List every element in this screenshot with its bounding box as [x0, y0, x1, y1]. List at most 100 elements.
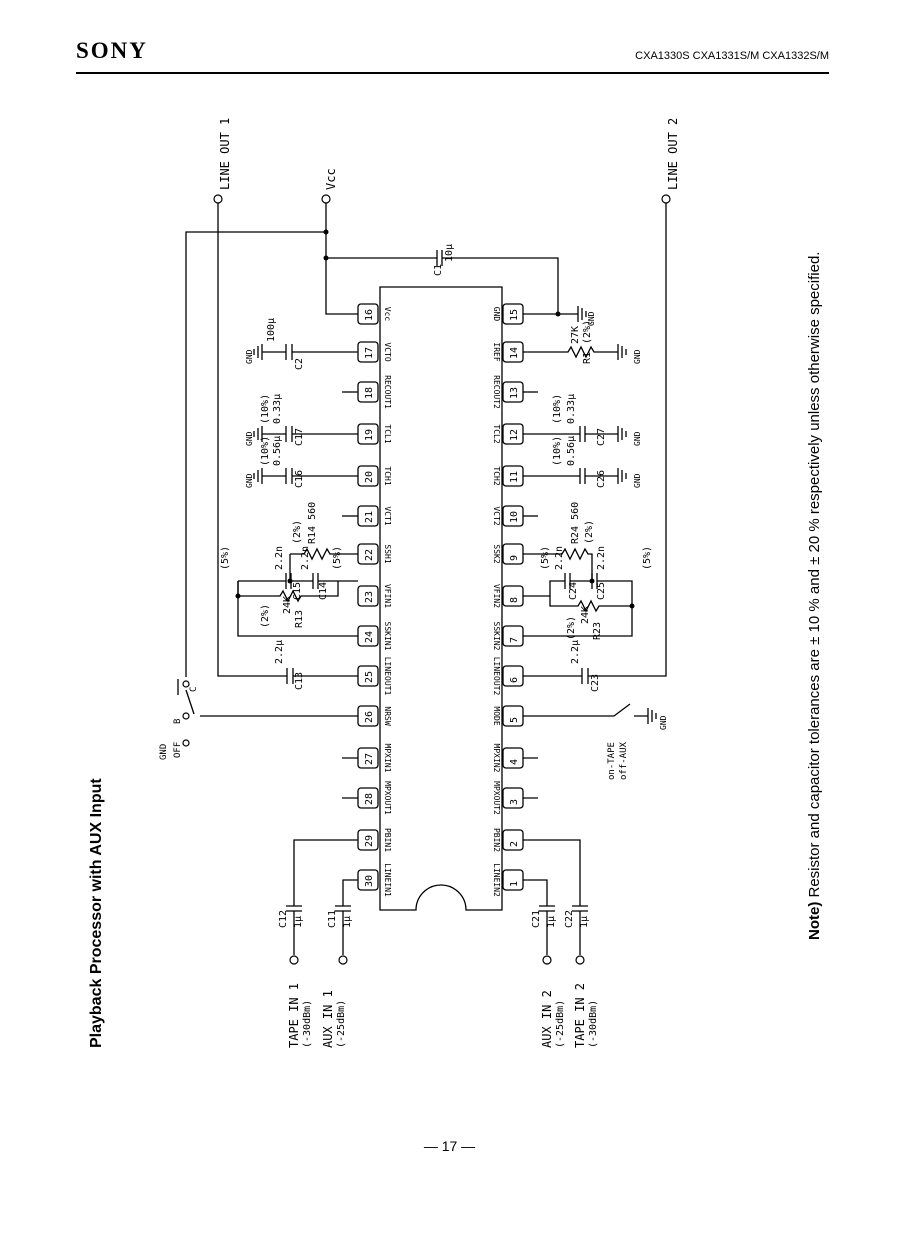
label-tape-in-1-level: (-30dBm) — [302, 1000, 313, 1048]
pin-box — [357, 869, 379, 891]
label-r1-tol: (2%) — [582, 320, 593, 344]
label-gnd: GND — [245, 431, 254, 446]
pin-box — [502, 465, 524, 487]
label-c12-val: 1μ — [293, 916, 304, 928]
pin-number: 26 — [364, 711, 375, 723]
label-r23-tol: (2%) — [566, 616, 577, 640]
pin-number: 28 — [364, 793, 375, 805]
label-c14-val: 2.2n — [300, 546, 311, 570]
pin-number: 27 — [364, 753, 375, 765]
label-sw-gnd: GND — [159, 744, 169, 760]
pin-box — [357, 543, 379, 565]
label-c1-val: 10μ — [444, 244, 455, 262]
pin-number: 2 — [509, 841, 520, 847]
pin-name: SSKIN1 — [383, 622, 392, 651]
junctions — [235, 229, 635, 609]
pin-box — [502, 665, 524, 687]
page-number: — 17 — — [423, 1138, 476, 1154]
label-c17-tol: (10%) — [260, 394, 271, 424]
label-c26: C26 — [596, 470, 607, 488]
pin-number: 12 — [509, 429, 520, 441]
pin-box — [357, 625, 379, 647]
label-c24-val: 2.2n — [554, 546, 565, 570]
pin-box — [357, 705, 379, 727]
label-r14-tol: (2%) — [292, 520, 303, 544]
label-tape-in-2-level: (-30dBm) — [588, 1000, 599, 1048]
pin-box — [502, 303, 524, 325]
label-tape-in-2: TAPE IN 2 — [573, 983, 587, 1048]
label-c21: C21 — [531, 910, 542, 928]
pin-box — [502, 423, 524, 445]
pin-name: TCL1 — [383, 424, 392, 443]
label-c24: C24 — [568, 582, 579, 600]
part-numbers: CXA1330S CXA1331S/M CXA1332S/M — [635, 50, 829, 62]
pin-number: 24 — [364, 631, 375, 643]
component-labels: LINE OUT 1 Vcc LINE OUT 2 10μ C1 GND C2 … — [159, 118, 680, 1048]
label-gnd: GND — [633, 349, 642, 364]
pin-number: 11 — [509, 471, 520, 483]
pin-name: LINEOUT2 — [492, 657, 501, 696]
pin-number: 30 — [364, 875, 375, 887]
label-line-out-1: LINE OUT 1 — [218, 118, 232, 190]
pin-number: 7 — [509, 637, 520, 643]
pin-number: 10 — [509, 511, 520, 523]
label-gnd: GND — [659, 715, 668, 730]
label-line-out-2: LINE OUT 2 — [666, 118, 680, 190]
pin-name: IREF — [492, 342, 501, 361]
pin-name: TCH1 — [383, 466, 392, 485]
pin-box — [357, 747, 379, 769]
label-c22-val: 1μ — [579, 916, 590, 928]
pin-name: SSKIN2 — [492, 622, 501, 651]
pin-box — [357, 423, 379, 445]
pin-box — [357, 381, 379, 403]
label-c27-tol: (10%) — [552, 394, 563, 424]
pin-name: MPXIN2 — [492, 744, 501, 773]
pin-number: 16 — [364, 309, 375, 321]
pin-box — [502, 747, 524, 769]
label-sw-b: B — [173, 719, 183, 724]
pin-number: 29 — [364, 835, 375, 847]
pin-name: RECOUT2 — [492, 375, 501, 409]
label-c24-tol: (5%) — [540, 546, 551, 570]
pin-name: Vcc — [383, 307, 392, 322]
label-gnd: GND — [633, 431, 642, 446]
label-r24-tol: (2%) — [584, 520, 595, 544]
label-aux-in-1-level: (-25dBm) — [336, 1000, 347, 1048]
pin-name: NRSW — [383, 706, 392, 725]
pin-box — [502, 543, 524, 565]
label-c27-val: 0.33μ — [566, 394, 577, 424]
label-sw-off: OFF — [173, 742, 183, 758]
label-mode-off: off-AUX — [619, 741, 629, 780]
pin-box — [357, 665, 379, 687]
pin-24: 24 SSKIN1 — [357, 622, 392, 651]
pin-name: TCL2 — [492, 424, 501, 443]
label-r24: R24 560 — [570, 502, 581, 544]
pin-number: 5 — [509, 717, 520, 723]
label-tape-in-1: TAPE IN 1 — [287, 983, 301, 1048]
label-c21-val: 1μ — [546, 916, 557, 928]
pin-number: 21 — [364, 511, 375, 523]
label-mode-on: on-TAPE — [607, 742, 617, 780]
label-c16-val: 0.56μ — [272, 436, 283, 466]
header-rule — [76, 72, 829, 74]
pin-number: 4 — [509, 759, 520, 765]
ic-body — [379, 286, 503, 911]
label-c25-tol: (5%) — [642, 546, 653, 570]
pin-box — [357, 787, 379, 809]
label-c13-val: 2.2μ — [274, 640, 285, 664]
label-c23: C23 — [590, 674, 601, 692]
pin-box — [357, 341, 379, 363]
pin-name: LINEIN1 — [383, 863, 392, 897]
